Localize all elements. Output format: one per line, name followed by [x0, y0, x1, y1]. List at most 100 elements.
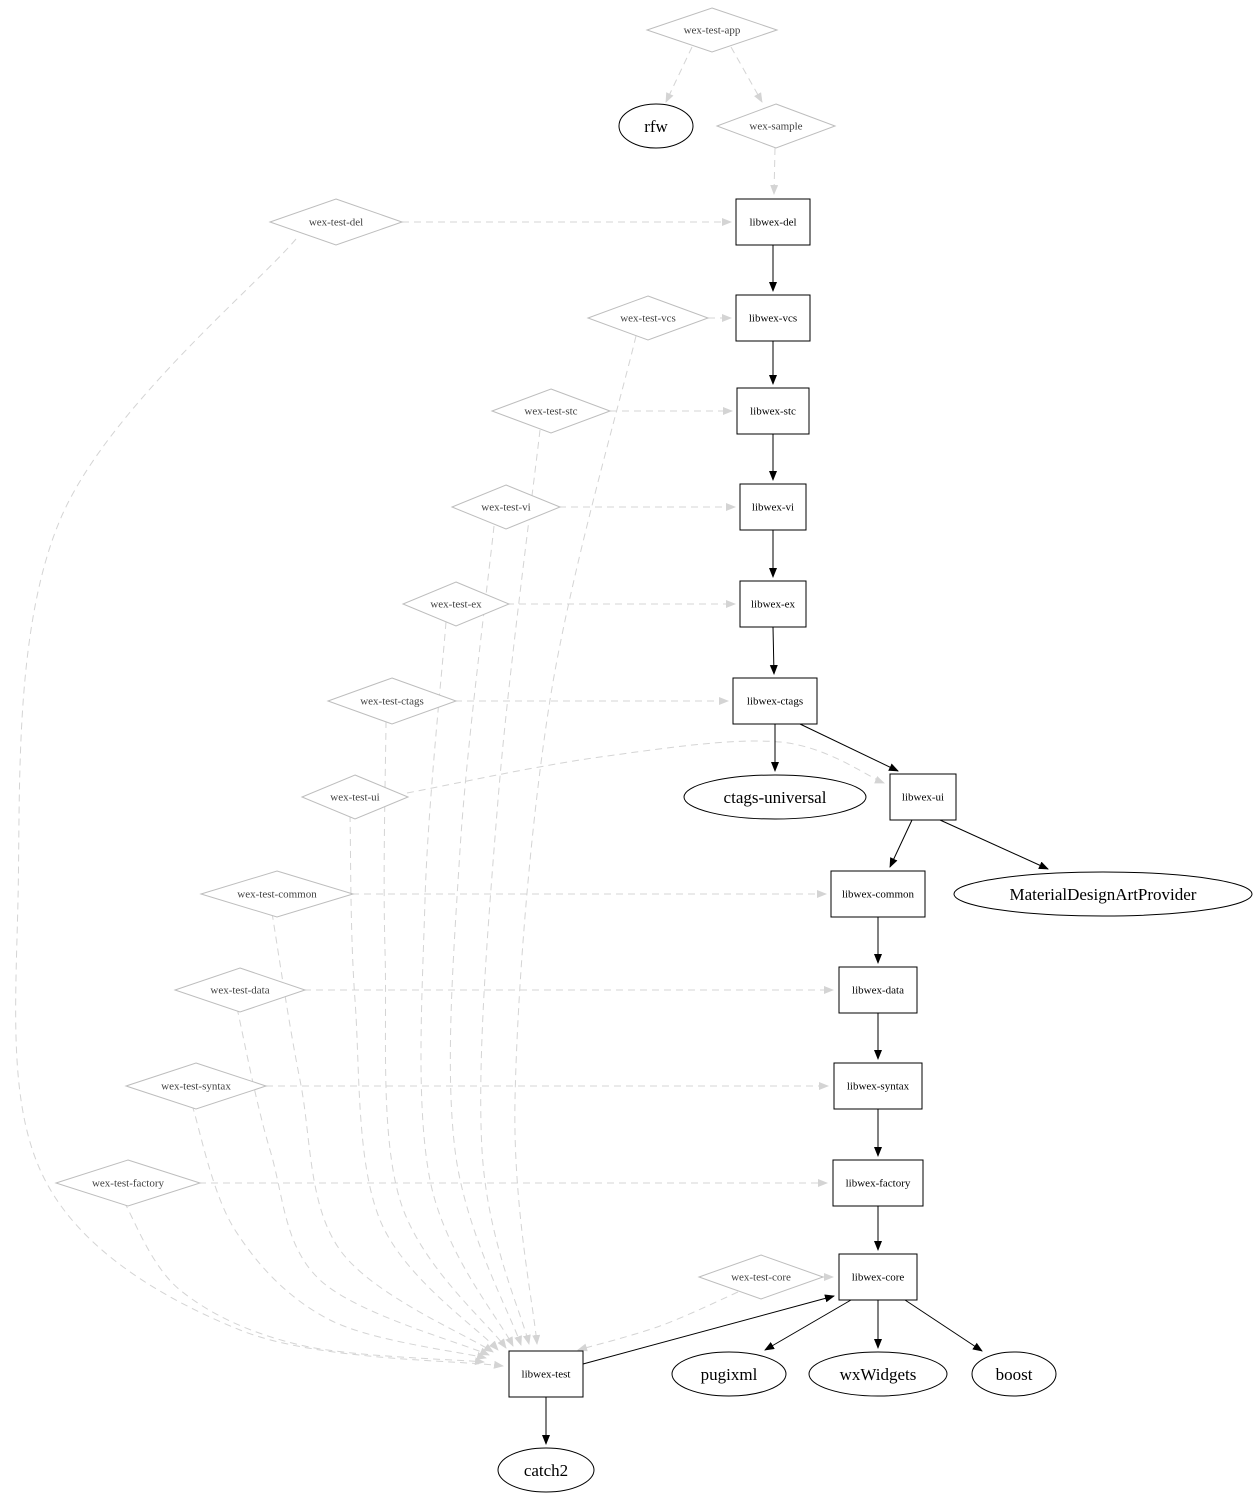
test-diamond-shape	[645, 7, 779, 53]
test-diamond-shape	[586, 295, 710, 341]
library-box-shape	[735, 198, 811, 246]
edge-wex-test-ui-to-libwex-ui	[406, 740, 885, 794]
edge-libwex-test-to-libwex-core	[582, 1294, 835, 1365]
node-libwex-syntax: libwex-syntax	[833, 1062, 923, 1110]
node-label-wxWidgets: wxWidgets	[840, 1365, 917, 1384]
node-libwex-test: libwex-test	[508, 1350, 584, 1398]
external-dep-ellipse-shape	[618, 103, 694, 149]
node-libwex-data: libwex-data	[838, 966, 918, 1014]
node-MaterialDesignArtProvider: MaterialDesignArtProvider	[953, 871, 1253, 917]
node-label-wex-test-del: wex-test-del	[309, 217, 363, 229]
node-libwex-vcs: libwex-vcs	[735, 294, 811, 342]
edge-wex-test-app-to-rfw	[665, 46, 693, 103]
edge-wex-test-stc-to-libwex-test	[480, 429, 541, 1345]
node-wex-test-vcs: wex-test-vcs	[586, 295, 710, 341]
test-diamond-shape	[173, 967, 307, 1013]
node-wex-test-factory: wex-test-factory	[54, 1159, 202, 1207]
node-label-wex-sample: wex-sample	[749, 121, 802, 133]
edge-wex-test-del-to-libwex-test	[15, 238, 504, 1369]
node-label-wex-test-vi: wex-test-vi	[481, 502, 530, 514]
node-libwex-ui: libwex-ui	[889, 773, 957, 821]
library-box-shape	[739, 483, 807, 531]
edge-libwex-ex-to-libwex-ctags	[769, 626, 778, 675]
node-ctags-universal: ctags-universal	[683, 774, 867, 820]
node-label-libwex-core: libwex-core	[852, 1272, 905, 1284]
node-label-wex-test-factory: wex-test-factory	[92, 1178, 165, 1190]
node-wex-test-ctags: wex-test-ctags	[326, 677, 458, 725]
node-boost: boost	[971, 1351, 1057, 1397]
edge-wex-test-data-to-libwex-test	[236, 1007, 490, 1356]
node-wex-test-core: wex-test-core	[697, 1254, 825, 1300]
node-rfw: rfw	[618, 103, 694, 149]
edge-wex-test-core-to-libwex-test	[577, 1291, 739, 1352]
library-box-shape	[739, 580, 807, 628]
node-wex-test-del: wex-test-del	[268, 198, 404, 246]
test-diamond-shape	[300, 774, 410, 820]
node-label-libwex-vi: libwex-vi	[752, 502, 794, 514]
edge-libwex-core-to-boost	[904, 1299, 983, 1352]
edge-wex-sample-to-libwex-del	[770, 147, 779, 195]
library-box-shape	[833, 1062, 923, 1110]
node-wex-sample: wex-sample	[715, 103, 837, 149]
edge-wex-test-vi-to-libwex-test	[449, 525, 522, 1346]
edge-wex-test-ex-to-libwex-test	[420, 621, 514, 1347]
edge-libwex-core-to-pugixml	[764, 1299, 852, 1351]
edge-wex-test-factory-to-libwex-test	[123, 1201, 485, 1366]
node-layer: wex-test-app wex-sample wex-test-del wex-te…	[54, 7, 1253, 1493]
node-label-wex-test-ex: wex-test-ex	[430, 599, 482, 611]
node-wex-test-ex: wex-test-ex	[401, 581, 511, 627]
node-label-libwex-factory: libwex-factory	[846, 1178, 911, 1190]
node-wxWidgets: wxWidgets	[808, 1351, 948, 1397]
node-libwex-core: libwex-core	[838, 1253, 918, 1301]
node-wex-test-syntax: wex-test-syntax	[124, 1062, 268, 1110]
node-label-boost: boost	[996, 1365, 1033, 1384]
node-label-wex-test-ui: wex-test-ui	[330, 792, 379, 804]
node-libwex-common: libwex-common	[830, 870, 926, 918]
library-box-shape	[838, 966, 918, 1014]
node-label-MaterialDesignArtProvider: MaterialDesignArtProvider	[1010, 885, 1197, 904]
edge-wex-test-common-to-libwex-test	[271, 912, 494, 1353]
node-catch2: catch2	[497, 1447, 595, 1493]
test-diamond-shape	[450, 484, 562, 530]
library-box-shape	[838, 1253, 918, 1301]
test-diamond-shape	[326, 677, 458, 725]
node-pugixml: pugixml	[671, 1351, 787, 1397]
test-diamond-shape	[124, 1062, 268, 1110]
node-libwex-stc: libwex-stc	[736, 387, 810, 435]
node-label-libwex-vcs: libwex-vcs	[749, 313, 797, 325]
node-label-libwex-stc: libwex-stc	[750, 406, 796, 418]
library-box-shape	[832, 1159, 924, 1207]
external-dep-ellipse-shape	[497, 1447, 595, 1493]
external-dep-ellipse-shape	[671, 1351, 787, 1397]
library-box-shape	[736, 387, 810, 435]
edge-libwex-ui-to-libwex-common	[889, 819, 913, 868]
node-label-catch2: catch2	[524, 1461, 568, 1480]
node-wex-test-stc: wex-test-stc	[490, 388, 612, 434]
node-label-libwex-ctags: libwex-ctags	[747, 696, 803, 708]
node-label-wex-test-core: wex-test-core	[731, 1272, 791, 1284]
node-label-wex-test-common: wex-test-common	[237, 889, 317, 901]
node-label-wex-test-app: wex-test-app	[684, 25, 741, 37]
external-dep-ellipse-shape	[683, 774, 867, 820]
node-label-wex-test-stc: wex-test-stc	[524, 406, 577, 418]
node-label-libwex-syntax: libwex-syntax	[847, 1081, 910, 1093]
library-box-shape	[830, 870, 926, 918]
library-box-shape	[508, 1350, 584, 1398]
edge-layer	[15, 46, 1049, 1445]
library-box-shape	[889, 773, 957, 821]
test-diamond-shape	[697, 1254, 825, 1300]
test-diamond-shape	[199, 870, 355, 918]
node-wex-test-data: wex-test-data	[173, 967, 307, 1013]
node-libwex-ex: libwex-ex	[739, 580, 807, 628]
node-label-ctags-universal: ctags-universal	[724, 788, 827, 807]
node-label-pugixml: pugixml	[701, 1365, 758, 1384]
external-dep-ellipse-shape	[953, 871, 1253, 917]
test-diamond-shape	[54, 1159, 202, 1207]
node-label-wex-test-ctags: wex-test-ctags	[360, 696, 424, 708]
node-libwex-ctags: libwex-ctags	[732, 677, 818, 725]
node-label-libwex-ex: libwex-ex	[751, 599, 795, 611]
node-libwex-del: libwex-del	[735, 198, 811, 246]
node-label-libwex-del: libwex-del	[749, 217, 796, 229]
node-libwex-vi: libwex-vi	[739, 483, 807, 531]
